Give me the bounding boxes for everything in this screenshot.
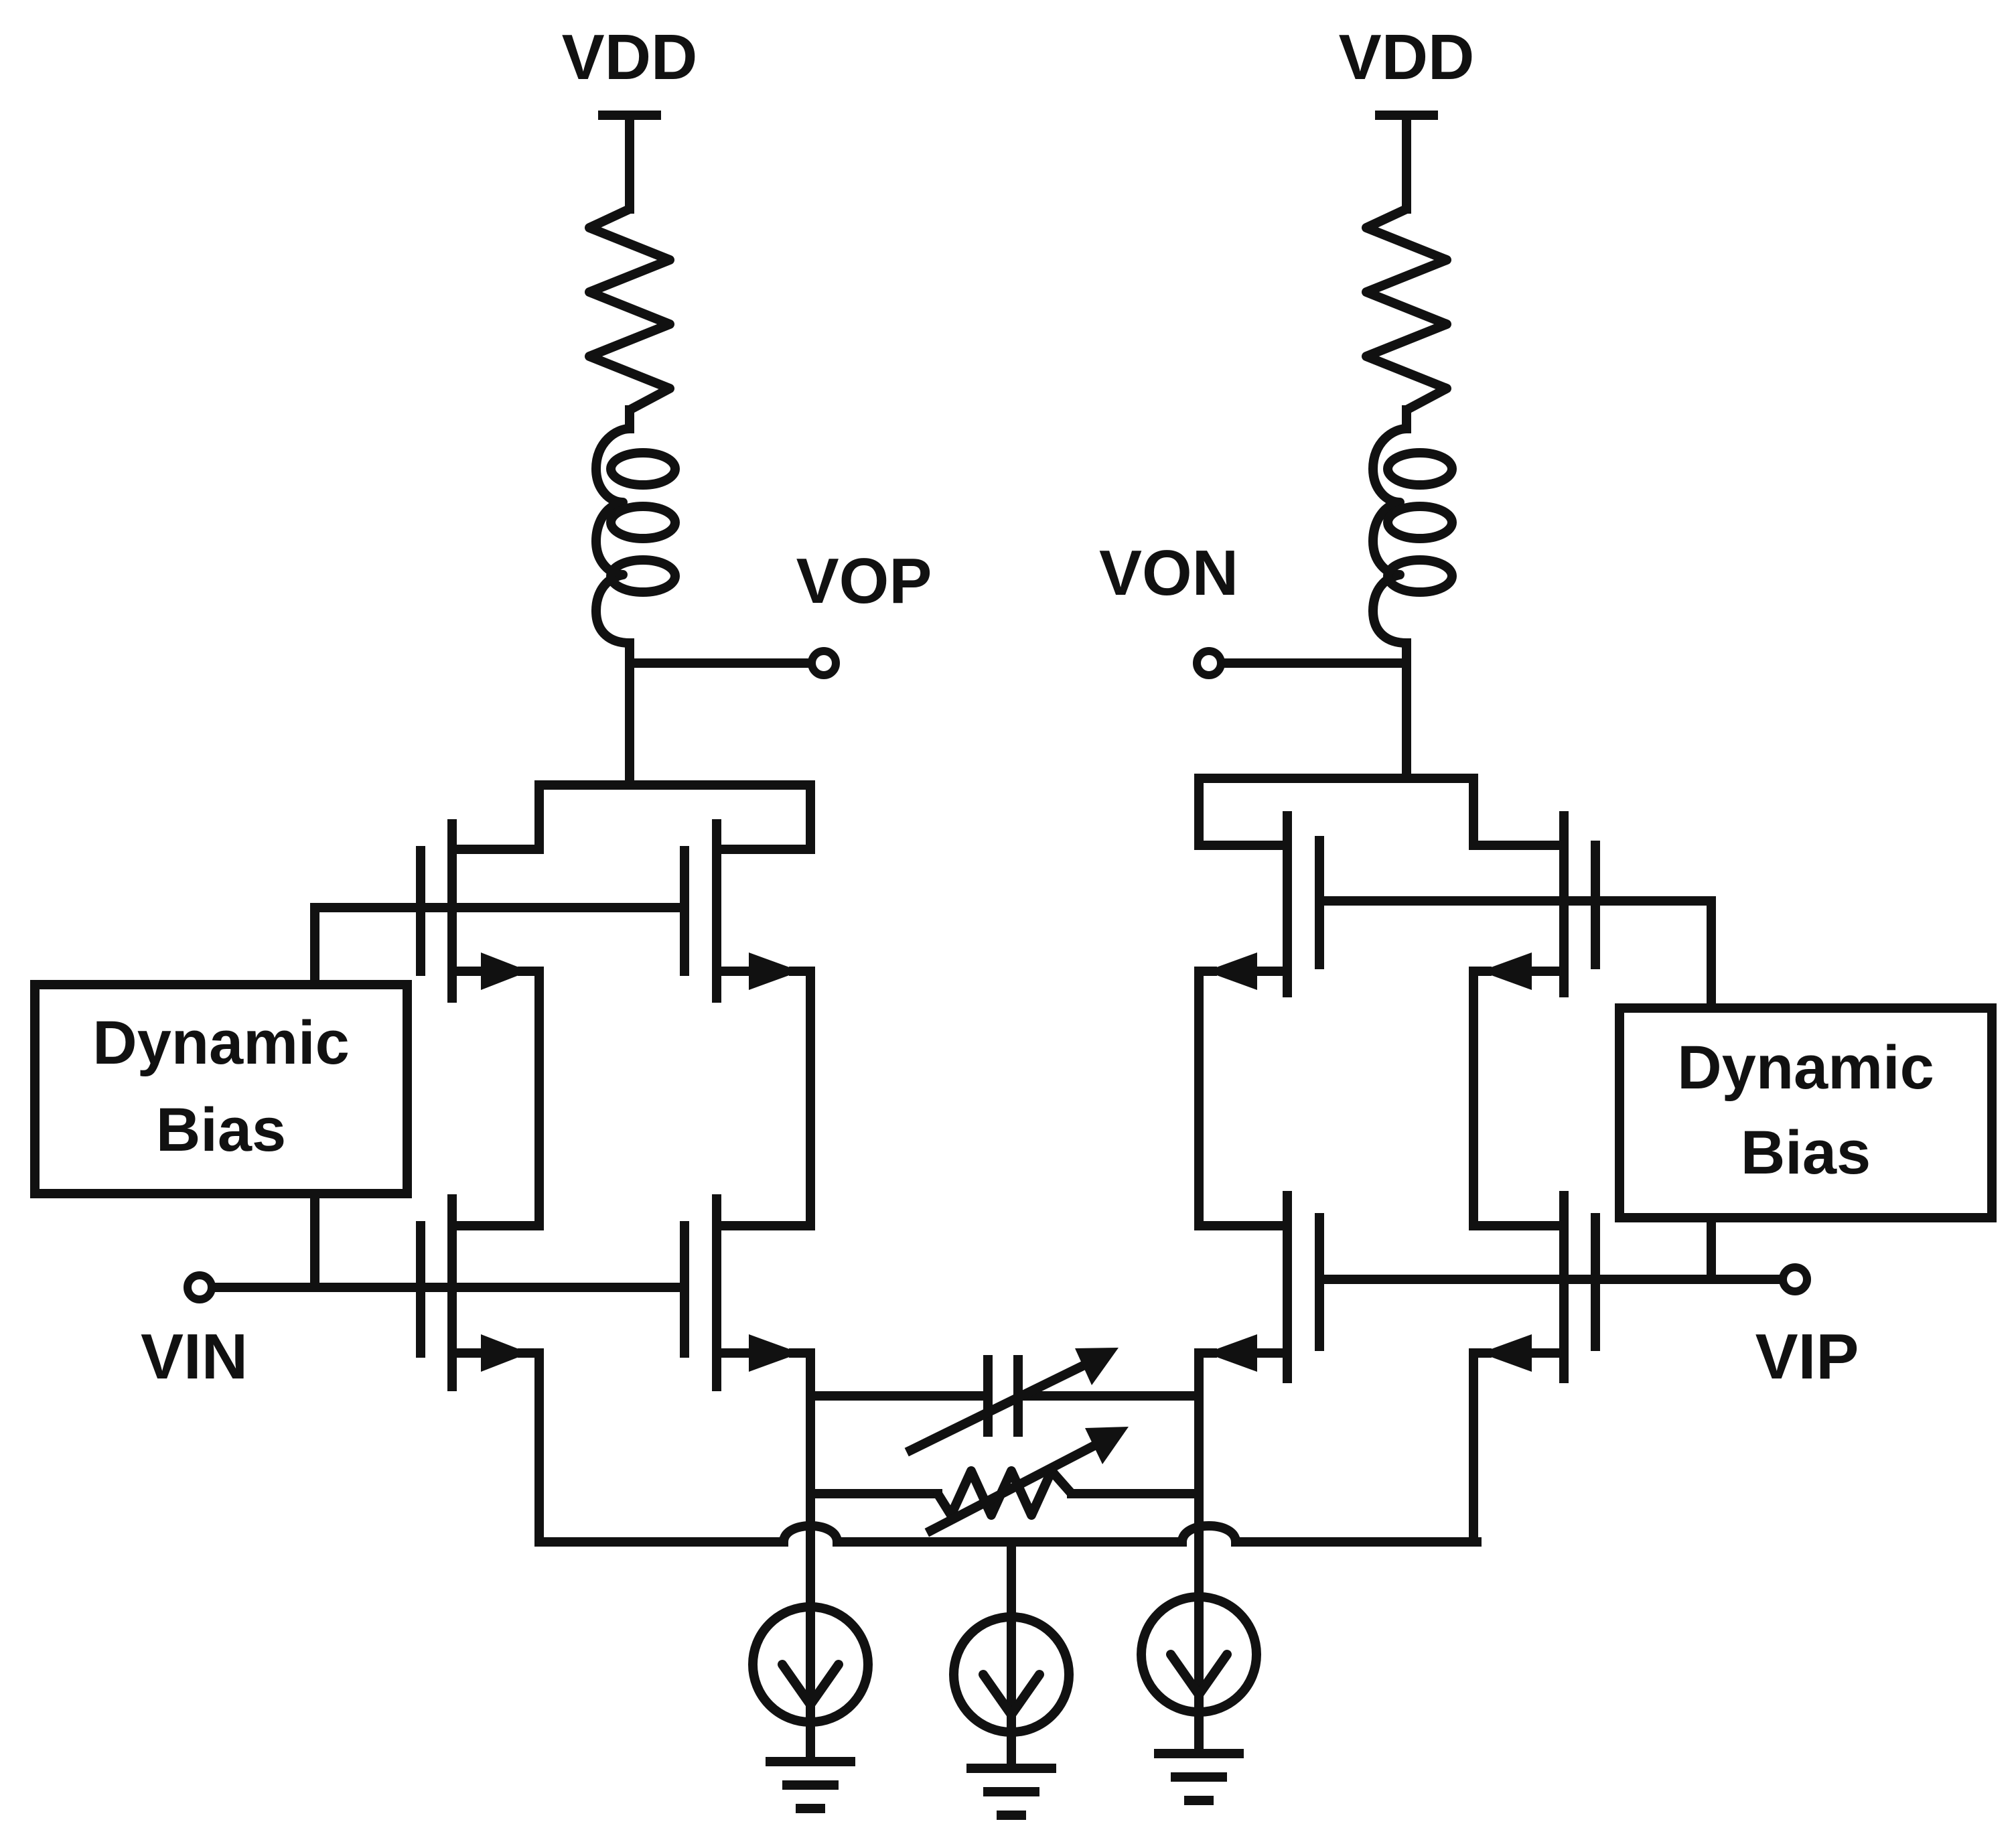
transistor-q5 [1194,811,1324,997]
wire-crossover-right [1177,1521,1240,1547]
transistor-q7 [1194,1191,1324,1383]
right-load: VDD VON [1099,21,1475,783]
current-source-left [748,1602,873,1813]
left-load: VDD VOP [562,21,932,790]
ground-icon [1154,1749,1244,1805]
varactor-tuning-arrow [904,1356,1095,1457]
vop-label: VOP [796,545,932,617]
transistor-q8 [1469,1191,1600,1383]
current-source-center [949,1612,1074,1820]
transistor-q4 [680,1194,815,1391]
dynamic-bias-left-line1: Dynamic [92,1009,350,1077]
von-terminal [1193,647,1225,679]
ground-icon [766,1757,855,1813]
current-arrow-center [979,1670,1044,1719]
resistor-right [1362,204,1451,415]
right-transistor-array: VIP [1194,774,1859,1626]
ground-icon [966,1764,1056,1820]
resistor-left [585,204,674,415]
current-arrow-right [1166,1650,1232,1699]
resistor-tuning-arrow [924,1437,1105,1537]
inductor-right [1368,424,1457,648]
dynamic-bias-block-left: Dynamic Bias [30,980,412,1198]
vip-terminal [1779,1263,1811,1295]
resistor-arrow-head [1085,1427,1129,1464]
vip-label: VIP [1755,1321,1859,1393]
vop-terminal [808,647,840,679]
transistor-q2 [680,819,815,1003]
dynamic-bias-right-line1: Dynamic [1677,1034,1934,1102]
dynamic-bias-box-right [1615,1003,1997,1222]
von-label: VON [1099,537,1238,609]
left-transistor-array: VIN [141,780,1482,1626]
current-arrow-left [778,1660,843,1709]
vdd-right-label: VDD [1339,21,1475,93]
vin-terminal [184,1271,216,1303]
current-source-right [1137,1592,1261,1805]
dynamic-bias-left-line2: Bias [156,1096,286,1164]
degeneration-network [806,1348,1204,1631]
dynamic-bias-right-line2: Bias [1741,1119,1871,1187]
inductor-left [591,424,680,648]
vin-label: VIN [141,1321,248,1393]
dynamic-bias-box-left [30,980,412,1198]
vdd-left-label: VDD [562,21,698,93]
transistor-q3 [416,1194,544,1391]
dynamic-bias-block-right: Dynamic Bias [1615,1003,1997,1222]
varactor-arrow-head [1075,1348,1119,1385]
